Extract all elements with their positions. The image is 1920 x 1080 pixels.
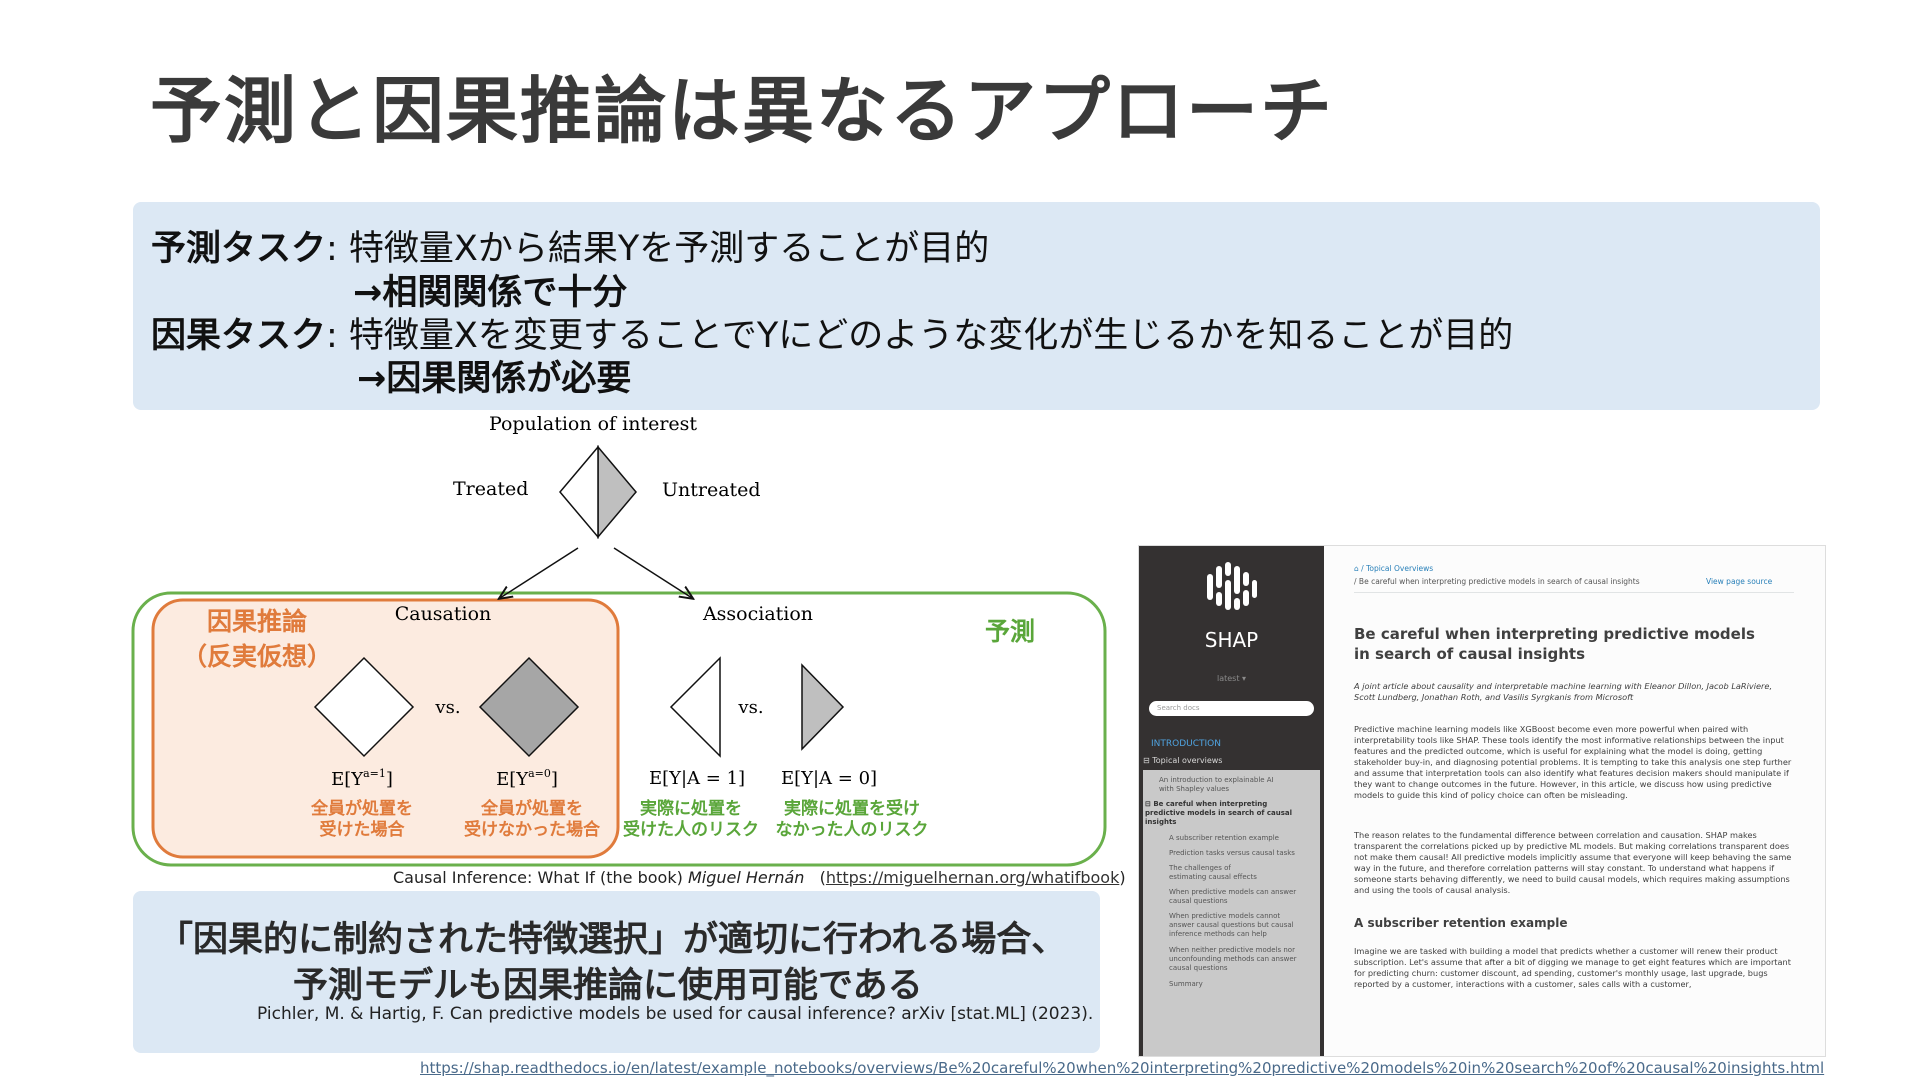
causation-association-diagram: Population of interest Treated Untreated… (131, 413, 1107, 867)
vs-label-association: vs. (737, 697, 763, 718)
causal-task-text: : 特徴量Xを変更することでYにどのような変化が生じるかを知ることが目的 (326, 316, 1514, 356)
nav-topical-overviews[interactable]: ⊟ Topical overviews (1143, 756, 1223, 765)
formula-treated-risk: E[Y|A = 1] (649, 768, 745, 789)
nav-item-current-page[interactable]: ⊟ Be careful when interpreting predictiv… (1145, 800, 1293, 826)
slide-title: 予測と因果推論は異なるアプローチ (150, 69, 1335, 153)
book-author: Miguel Hernán (687, 868, 805, 887)
version-selector[interactable]: latest ▾ (1216, 674, 1247, 683)
nav-item-can-answer[interactable]: When predictive models can answer causal… (1169, 888, 1297, 905)
desc-treated-risk-2: 受けた人のリスク (623, 819, 759, 840)
nav-item-prediction-vs-causal[interactable]: Prediction tasks versus causal tasks (1169, 849, 1295, 857)
nav-item-summary[interactable]: Summary (1169, 980, 1203, 988)
article-paragraph-3: Imagine we are tasked with building a mo… (1354, 946, 1791, 989)
prediction-task-line: 予測タスク: 特徴量Xから結果Yを予測することが目的 (151, 220, 989, 271)
book-title: Causal Inference: What If (the book) (393, 868, 688, 887)
conclusion-line-1: 「因果的に制約された特徴選択」が適切に行われる場合、 (158, 920, 1067, 960)
population-label: Population of interest (489, 413, 697, 435)
arrow-to-causation (500, 547, 579, 598)
conclusion-box: 「因果的に制約された特徴選択」が適切に行われる場合、 予測モデルも因果推論に使用… (133, 891, 1100, 1053)
desc-untreated-risk-2: なかった人のリスク (776, 820, 929, 840)
treated-label: Treated (453, 478, 528, 500)
nav-item-subscriber[interactable]: A subscriber retention example (1169, 834, 1279, 842)
desc-all-untreated-2: 受けなかった場合 (464, 819, 601, 840)
breadcrumb-divider (1354, 592, 1794, 593)
shap-logo-text: SHAP (1204, 628, 1259, 652)
shap-main-content: ⌂ / Topical Overviews / Be careful when … (1324, 546, 1825, 1056)
breadcrumb-topical-overviews[interactable]: Topical Overviews (1366, 564, 1434, 573)
conclusion-reference: Pichler, M. & Hartig, F. Can predictive … (257, 1004, 1094, 1024)
article-byline: A joint article about causality and inte… (1354, 681, 1773, 702)
desc-all-treated-2: 受けた場合 (320, 819, 406, 840)
desc-all-treated-1: 全員が処置を (310, 798, 413, 819)
nav-expanded-section (1143, 770, 1320, 1056)
prediction-label: 予測 (985, 617, 1035, 646)
arrow-to-association (613, 547, 692, 598)
nav-item-neither[interactable]: When neither predictive models nor uncon… (1169, 946, 1297, 972)
conclusion-line-2: 予測モデルも因果推論に使用可能である (293, 966, 923, 1006)
all-untreated-diamond (478, 656, 580, 758)
desc-treated-risk-1: 実際に処置を (640, 798, 742, 819)
vs-label-causation: vs. (434, 697, 460, 718)
article-paragraph-2: The reason relates to the fundamental di… (1354, 830, 1792, 895)
article-paragraph-1: Predictive machine learning models like … (1354, 724, 1792, 800)
nav-item-intro-xai[interactable]: An introduction to explainable AI with S… (1159, 776, 1274, 793)
prediction-task-label: 予測タスク (151, 229, 327, 269)
shap-logo-icon (1207, 562, 1257, 610)
desc-untreated-risk-1: 実際に処置を受け (784, 798, 920, 819)
task-comparison-box: 予測タスク: 特徴量Xから結果Yを予測することが目的 →相関関係で十分 因果タス… (133, 202, 1820, 410)
book-citation: Causal Inference: What If (the book) Mig… (393, 868, 1126, 887)
desc-all-untreated-1: 全員が処置を (480, 798, 583, 819)
causal-inference-label: 因果推論 (207, 607, 308, 636)
causal-task-label: 因果タスク (151, 316, 327, 356)
shap-docs-screenshot: SHAP latest ▾ Search docs INTRODUCTION ⊟… (1138, 545, 1826, 1057)
article-title: Be careful when interpreting predictive … (1354, 625, 1755, 663)
untreated-label: Untreated (662, 479, 761, 501)
section-heading: A subscriber retention example (1354, 916, 1568, 930)
nav-item-challenges[interactable]: The challenges of estimating causal effe… (1169, 864, 1257, 881)
breadcrumb: ⌂ / Topical Overviews (1354, 564, 1434, 573)
book-link[interactable]: https://miguelhernan.org/whatifbook (825, 868, 1120, 887)
population-diamond (559, 444, 637, 540)
association-label: Association (702, 603, 813, 625)
formula-all-treated: E[Ya=1] (331, 767, 393, 790)
prediction-task-text: : 特徴量Xから結果Yを予測することが目的 (326, 229, 990, 269)
home-icon[interactable]: ⌂ (1354, 564, 1359, 573)
treated-half-diamond (669, 656, 721, 758)
shap-sidebar: SHAP latest ▾ Search docs INTRODUCTION ⊟… (1139, 546, 1324, 1056)
untreated-half-diamond (801, 663, 845, 751)
causation-label: Causation (395, 603, 492, 625)
nav-heading-introduction: INTRODUCTION (1151, 739, 1221, 749)
causal-task-line: 因果タスク: 特徴量Xを変更することでYにどのような変化が生じるかを知ることが目… (151, 307, 1513, 358)
prediction-task-conclusion: →相関関係で十分 (353, 273, 628, 313)
counterfactual-label: （反実仮想） (182, 642, 332, 671)
all-treated-diamond (313, 656, 415, 758)
breadcrumb-current: / Be careful when interpreting predictiv… (1354, 577, 1640, 586)
nav-item-cannot-answer[interactable]: When predictive models cannot answer cau… (1169, 912, 1294, 938)
source-url-link[interactable]: https://shap.readthedocs.io/en/latest/ex… (420, 1059, 1825, 1077)
view-page-source-link[interactable]: View page source (1706, 577, 1773, 586)
formula-all-untreated: E[Ya=0] (496, 767, 558, 790)
causal-task-conclusion: →因果関係が必要 (357, 359, 632, 399)
formula-untreated-risk: E[Y|A = 0] (781, 768, 877, 789)
search-docs-input[interactable]: Search docs (1149, 701, 1314, 716)
